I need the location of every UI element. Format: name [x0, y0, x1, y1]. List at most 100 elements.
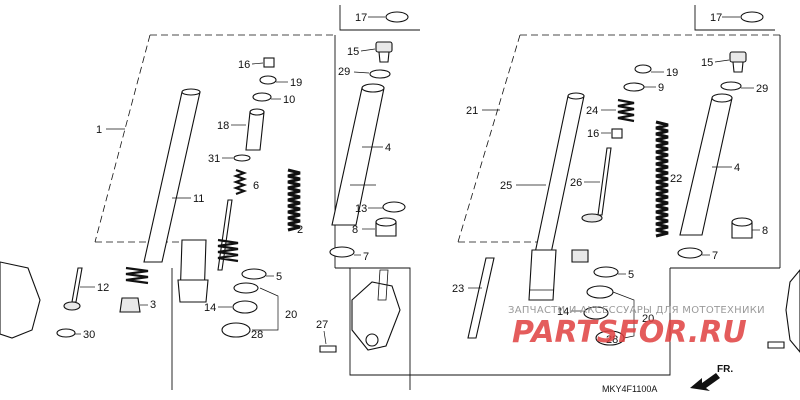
washer-part-5: [241, 268, 267, 280]
diagram-code: MKY4F1100A: [602, 384, 657, 394]
label-r-25: 25: [500, 180, 512, 192]
washer-part-5-right: [593, 266, 619, 278]
label-4: 4: [385, 142, 391, 154]
label-12: 12: [97, 282, 109, 294]
washer-part-31: [233, 154, 251, 162]
clip-part-19-right: [634, 64, 652, 74]
rod-part-12: [63, 267, 83, 311]
label-10: 10: [283, 94, 295, 106]
washer-part-10: [252, 92, 272, 102]
left-fork-panel: 1 2 3 4 5 6 7 8 10 11 12 13 14 15 16 17 …: [0, 5, 420, 390]
label-r-29: 29: [756, 83, 768, 95]
right-fork-panel: 4 5 7 8 9 14 15 16 17 19 20 21 22 23 24 …: [349, 5, 800, 376]
label-28: 28: [251, 329, 263, 341]
o-ring-part-29: [369, 69, 391, 79]
label-1: 1: [96, 124, 102, 136]
label-6: 6: [253, 180, 259, 192]
label-r-19: 19: [666, 67, 678, 79]
cap-bolt-part-15-right: [729, 51, 747, 73]
label-15: 15: [347, 46, 359, 58]
damper-rod-part-26: [581, 147, 612, 223]
bushing-part-7-right: [677, 247, 703, 259]
watermark-text: ЗАПЧАСТИ И АКСЕССУАРЫ ДЛЯ МОТОТЕХНИКИ: [508, 305, 765, 316]
label-30: 30: [83, 329, 95, 341]
spring-part-6: [232, 168, 248, 196]
label-31: 31: [208, 153, 220, 165]
bushing-part-8: [375, 217, 397, 237]
dust-seal-part-28: [221, 322, 251, 338]
part-17-callout-box-right: [694, 5, 775, 31]
axle-holder-left: [351, 269, 401, 351]
label-27: 27: [316, 319, 328, 331]
washer-part-9: [623, 82, 645, 92]
label-29: 29: [338, 66, 350, 78]
label-r-5: 5: [628, 269, 634, 281]
label-11: 11: [193, 193, 204, 205]
lower-spring-left: [125, 266, 149, 285]
label-r-15: 15: [701, 57, 713, 69]
label-8: 8: [352, 224, 358, 236]
seal-20-upper: [233, 282, 259, 294]
o-ring-part-29-right: [720, 81, 742, 91]
rod-part-23: [467, 257, 495, 339]
bushing-part-7: [329, 246, 355, 258]
fr-label: FR.: [717, 364, 733, 375]
label-r-14: 14: [557, 306, 569, 318]
label-14: 14: [204, 302, 216, 314]
label-20: 20: [285, 309, 297, 321]
label-r-16: 16: [587, 128, 599, 140]
wheel-caliper-right-partial: [785, 269, 800, 353]
label-2: 2: [297, 224, 303, 236]
inner-tube-part-25: [533, 92, 585, 259]
label-r-4: 4: [734, 162, 740, 174]
wheel-caliper-left-partial: [0, 261, 41, 339]
label-5: 5: [276, 271, 282, 283]
label-17: 17: [355, 12, 367, 24]
label-19: 19: [290, 77, 302, 89]
nut-right: [571, 249, 589, 263]
label-r-24: 24: [586, 105, 598, 117]
outer-tube-part-4: [331, 83, 385, 226]
spring-lower-mid: [217, 238, 239, 263]
front-direction-indicator: FR.: [690, 364, 733, 391]
fork-spring-part-22: [655, 120, 669, 238]
label-r-28: 28: [606, 334, 618, 346]
label-7: 7: [363, 251, 369, 263]
seal-part-14: [232, 300, 258, 314]
label-r-21: 21: [466, 105, 478, 117]
outer-tube-part-4-right: [679, 93, 733, 236]
washer-part-30: [56, 328, 76, 338]
label-3: 3: [150, 299, 156, 311]
bushing-part-8-right: [731, 217, 753, 239]
fork-spring-part-2: [287, 168, 301, 232]
label-r-9: 9: [658, 82, 664, 94]
label-r-7: 7: [712, 250, 718, 262]
bolt-right: [767, 341, 785, 349]
nut-part-16: [263, 57, 275, 68]
label-18: 18: [217, 120, 229, 132]
label-r-17: 17: [710, 12, 722, 24]
part-17-callout-box: [339, 5, 420, 31]
label-16: 16: [238, 59, 250, 71]
nut-part-16-right: [611, 128, 623, 139]
spring-part-24: [617, 98, 635, 123]
label-r-22: 22: [670, 173, 682, 185]
inner-tube-part-1: [143, 88, 201, 263]
lower-slider: [177, 239, 209, 303]
clip-part-19: [259, 75, 277, 85]
label-r-8: 8: [762, 225, 768, 237]
label-r-26: 26: [570, 177, 582, 189]
label-r-20: 20: [642, 313, 654, 325]
nut-part-3: [119, 297, 141, 313]
seal-part-13: [382, 201, 406, 213]
seal-part-14-right: [583, 306, 609, 320]
fr-arrow-icon: [690, 373, 720, 391]
watermark-logo: PARTSFOR.RU: [512, 315, 747, 350]
watermark: ЗАПЧАСТИ И АКСЕССУАРЫ ДЛЯ МОТОТЕХНИКИ PA…: [508, 305, 765, 350]
label-r-23: 23: [452, 283, 464, 295]
label-13: 13: [355, 203, 367, 215]
cap-bolt-part-15: [375, 41, 393, 63]
seal-part-20-right: [586, 285, 614, 299]
lower-slider-right: [528, 249, 557, 301]
